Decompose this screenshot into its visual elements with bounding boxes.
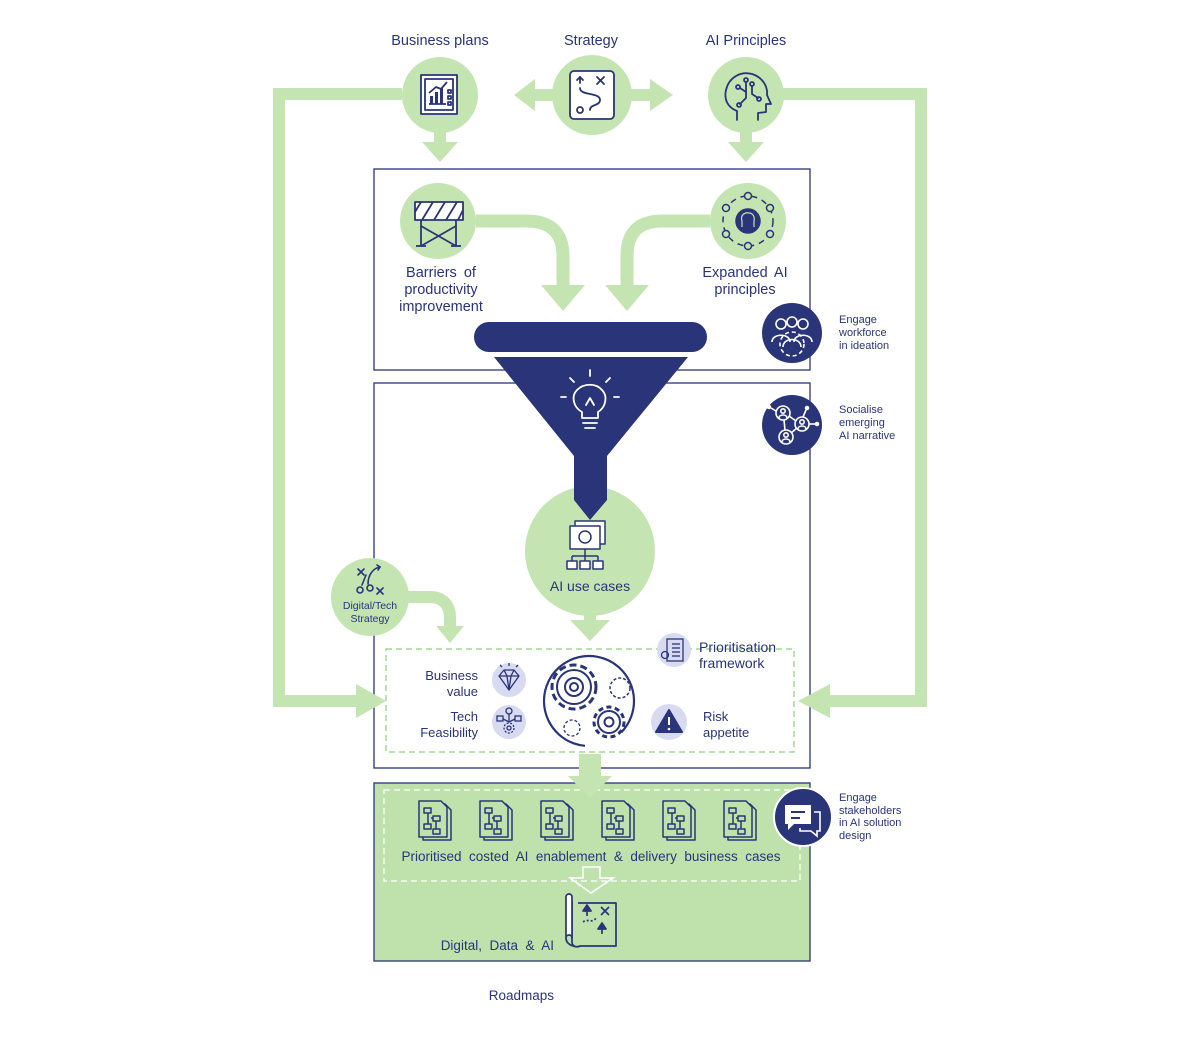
engage-workforce-circle (762, 303, 822, 363)
socialise-label: Socialise emerging AI narrative (839, 404, 895, 443)
business-value-line-2: value (446, 683, 478, 699)
stakeholders-line-4: design (839, 829, 872, 842)
left-feedback-loop (273, 88, 402, 718)
team-icon (771, 316, 813, 357)
roadmaps-line-2: Roadmaps (488, 987, 554, 1003)
socialise-line-1: Socialise (839, 404, 884, 416)
barriers-label: Barriers of productivity improvement (399, 265, 483, 316)
framework-line-1: Prioritisation (699, 639, 777, 655)
expanded-line-2: principles (714, 282, 776, 298)
checklist-icon (660, 638, 684, 662)
risk-appetite-label: Risk appetite (703, 709, 749, 740)
business-case-documents (418, 800, 757, 841)
workforce-line-2: workforce (839, 327, 887, 339)
playbook-icon (356, 564, 384, 595)
right-feedback-loop (783, 88, 927, 718)
business-value-line-1: Business (425, 668, 478, 683)
warning-icon (655, 709, 683, 733)
funnel-spout-overlap (574, 486, 607, 520)
diamond-icon (498, 663, 520, 691)
social-network-icon (766, 404, 820, 445)
business-value-label: Business value (425, 668, 478, 699)
engage-workforce-label: Engage workforce in ideation (839, 314, 889, 353)
tech-feasibility-line-1: Tech (450, 709, 478, 724)
ai-head-icon (724, 72, 772, 121)
business-cases-label: Prioritised costed AI enablement & deliv… (401, 849, 781, 864)
digital-tech-circle (331, 558, 409, 636)
prioritisation-dashed-box (385, 648, 795, 753)
engage-stakeholders-label: Engage stakeholders in AI solution desig… (839, 792, 901, 842)
gears-icon (542, 654, 636, 748)
chat-icon (785, 805, 821, 838)
barriers-line-1: Barriers of (406, 265, 476, 281)
document-flow-icon (662, 800, 696, 841)
chart-board-icon (420, 74, 458, 115)
business-value-circle (492, 663, 526, 697)
map-icon (565, 893, 617, 948)
digital-tech-label: Digital/Tech Strategy (343, 600, 397, 625)
framework-line-2: framework (699, 655, 765, 671)
socialise-line-3: AI narrative (839, 430, 896, 442)
expanded-line-1: Expanded AI (702, 265, 788, 281)
roadmaps-down-arrow (567, 866, 616, 894)
tech-node-icon (496, 707, 522, 734)
roadmaps-label: Digital, Data & AI Roadmaps (441, 905, 554, 1021)
stakeholders-line-2: stakeholders (839, 804, 902, 817)
tech-feasibility-label: Tech Feasibility (420, 709, 478, 740)
socialise-circle (762, 395, 822, 455)
risk-line-1: Risk (703, 709, 729, 724)
ai-principles-down-arrow (728, 128, 764, 162)
barriers-line-2: productivity (404, 282, 478, 298)
framework-circle (657, 633, 691, 667)
expanded-curved-arrow (605, 214, 710, 311)
document-flow-icon (479, 800, 513, 841)
barriers-circle (400, 183, 476, 259)
use-cases-down-arrow (570, 612, 610, 641)
business-plans-label: Business plans (391, 33, 489, 49)
workforce-line-1: Engage (839, 314, 877, 326)
document-flow-icon (723, 800, 757, 841)
strategy-label: Strategy (564, 33, 618, 49)
ai-use-cases-circle (525, 486, 655, 616)
business-plans-down-arrow (422, 128, 458, 162)
barriers-line-3: improvement (399, 299, 483, 315)
lightbulb-icon (560, 369, 620, 429)
prioritisation-framework-label: Prioritisation framework (699, 639, 776, 671)
digital-tech-curved-arrow (402, 591, 464, 643)
strategy-play-icon (569, 70, 615, 120)
stakeholders-line-1: Engage (839, 792, 877, 804)
socialise-line-2: emerging (839, 417, 885, 429)
document-flow-icon (418, 800, 452, 841)
barriers-curved-arrow (476, 214, 585, 311)
tech-feasibility-line-2: Feasibility (420, 724, 478, 740)
document-flow-icon (601, 800, 635, 841)
hierarchy-icon (566, 520, 606, 570)
ai-network-icon (721, 191, 775, 251)
expanded-principles-label: Expanded AI principles (702, 265, 787, 299)
barrier-icon (414, 201, 464, 247)
risk-line-2: appetite (703, 724, 750, 740)
digital-tech-line-2: Strategy (350, 612, 390, 625)
ai-use-cases-label: AI use cases (549, 578, 631, 594)
roadmaps-line-1: Digital, Data & AI (440, 938, 554, 953)
digital-tech-line-1: Digital/Tech (342, 600, 398, 612)
prioritisation-down-arrow (568, 754, 612, 798)
ai-principles-label: AI Principles (705, 33, 787, 49)
stakeholders-line-3: in AI solution (839, 817, 902, 829)
workforce-line-3: in ideation (839, 340, 890, 352)
document-flow-icon (540, 800, 574, 841)
